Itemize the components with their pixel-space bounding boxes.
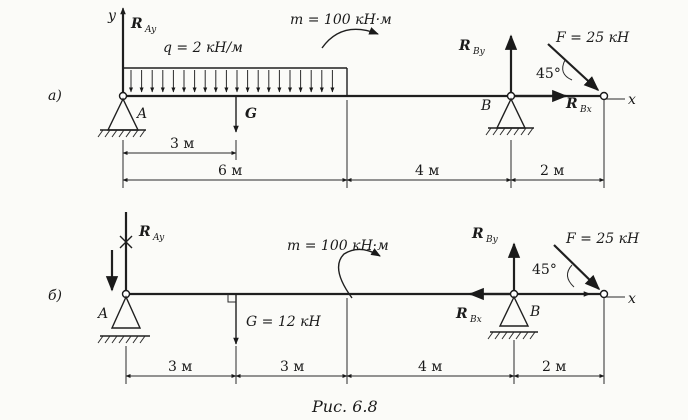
r-ay-label: R xyxy=(130,16,143,32)
g-label-b: G = 12 кН xyxy=(246,314,321,330)
f-label-b: F = 25 кН xyxy=(565,231,640,247)
end-node-b xyxy=(599,289,609,299)
r-by-sub-b: By xyxy=(485,235,499,245)
dim-3m-b2-label: 3 м xyxy=(280,359,304,375)
point-b-label-b: B xyxy=(529,304,540,320)
point-a-label-b: A xyxy=(96,306,108,322)
dim-3m-b1-label: 3 м xyxy=(168,359,192,375)
pin-support-b xyxy=(485,91,534,136)
f-arrow-a xyxy=(547,43,600,92)
r-by-label: R xyxy=(458,38,471,54)
f-arrow-b xyxy=(553,244,601,291)
distributed-load xyxy=(123,67,348,96)
point-b-label: B xyxy=(480,98,491,114)
r-bx-sub-b: Bx xyxy=(469,315,482,325)
f-label-a: F = 25 кН xyxy=(555,30,630,46)
point-g-label: G xyxy=(245,106,257,122)
angle-label-a: 45° xyxy=(536,66,561,82)
diagram-b: б) R Ay x A G = 12 кН xyxy=(48,212,640,384)
r-ay-label-b: R xyxy=(138,224,151,240)
moment-label-a: m = 100 кН·м xyxy=(290,12,392,28)
moment-arc-a xyxy=(321,27,379,49)
angle-arc-b xyxy=(567,264,575,288)
figure-caption: Рис. 6.8 xyxy=(311,397,378,416)
dim-4m-b-label: 4 м xyxy=(418,359,442,375)
r-by-sub: By xyxy=(472,47,486,57)
dim-2m-label: 2 м xyxy=(540,163,564,179)
r-bx-label-b: R xyxy=(455,306,468,322)
cross-mark xyxy=(119,235,133,249)
r-by-label-b: R xyxy=(471,226,484,242)
y-axis-label: y xyxy=(107,8,117,24)
pin-support-a xyxy=(97,91,146,138)
dim-2m-b-label: 2 м xyxy=(542,359,566,375)
end-node-a xyxy=(599,91,609,101)
r-bx-label: R xyxy=(565,96,578,112)
pin-support-b-b xyxy=(487,289,538,340)
point-a-label: A xyxy=(135,106,147,122)
right-angle-mark xyxy=(227,294,236,303)
moment-label-b: m = 100 кН·м xyxy=(287,238,389,254)
q-label: q = 2 кН/м xyxy=(163,40,243,56)
pin-support-a-b xyxy=(97,289,150,344)
diagram-b-label: б) xyxy=(48,288,62,304)
x-axis-label-b: x xyxy=(628,291,636,307)
angle-arc-a xyxy=(562,59,573,81)
diagram-a-label: а) xyxy=(48,88,62,104)
r-ay-sub-b: Ay xyxy=(152,233,165,243)
dim-3m-label: 3 м xyxy=(170,136,194,152)
diagram-a: а) y R Ay x q = 2 кН/м m = 100 кН·м xyxy=(48,7,636,188)
r-ay-sub: Ay xyxy=(144,25,157,35)
x-axis-label: x xyxy=(628,92,636,108)
moment-arc-b xyxy=(337,248,381,299)
dim-6m-label: 6 м xyxy=(218,163,242,179)
dim-4m-label: 4 м xyxy=(415,163,439,179)
r-bx-sub: Bx xyxy=(579,105,592,115)
angle-label-b: 45° xyxy=(532,262,557,278)
